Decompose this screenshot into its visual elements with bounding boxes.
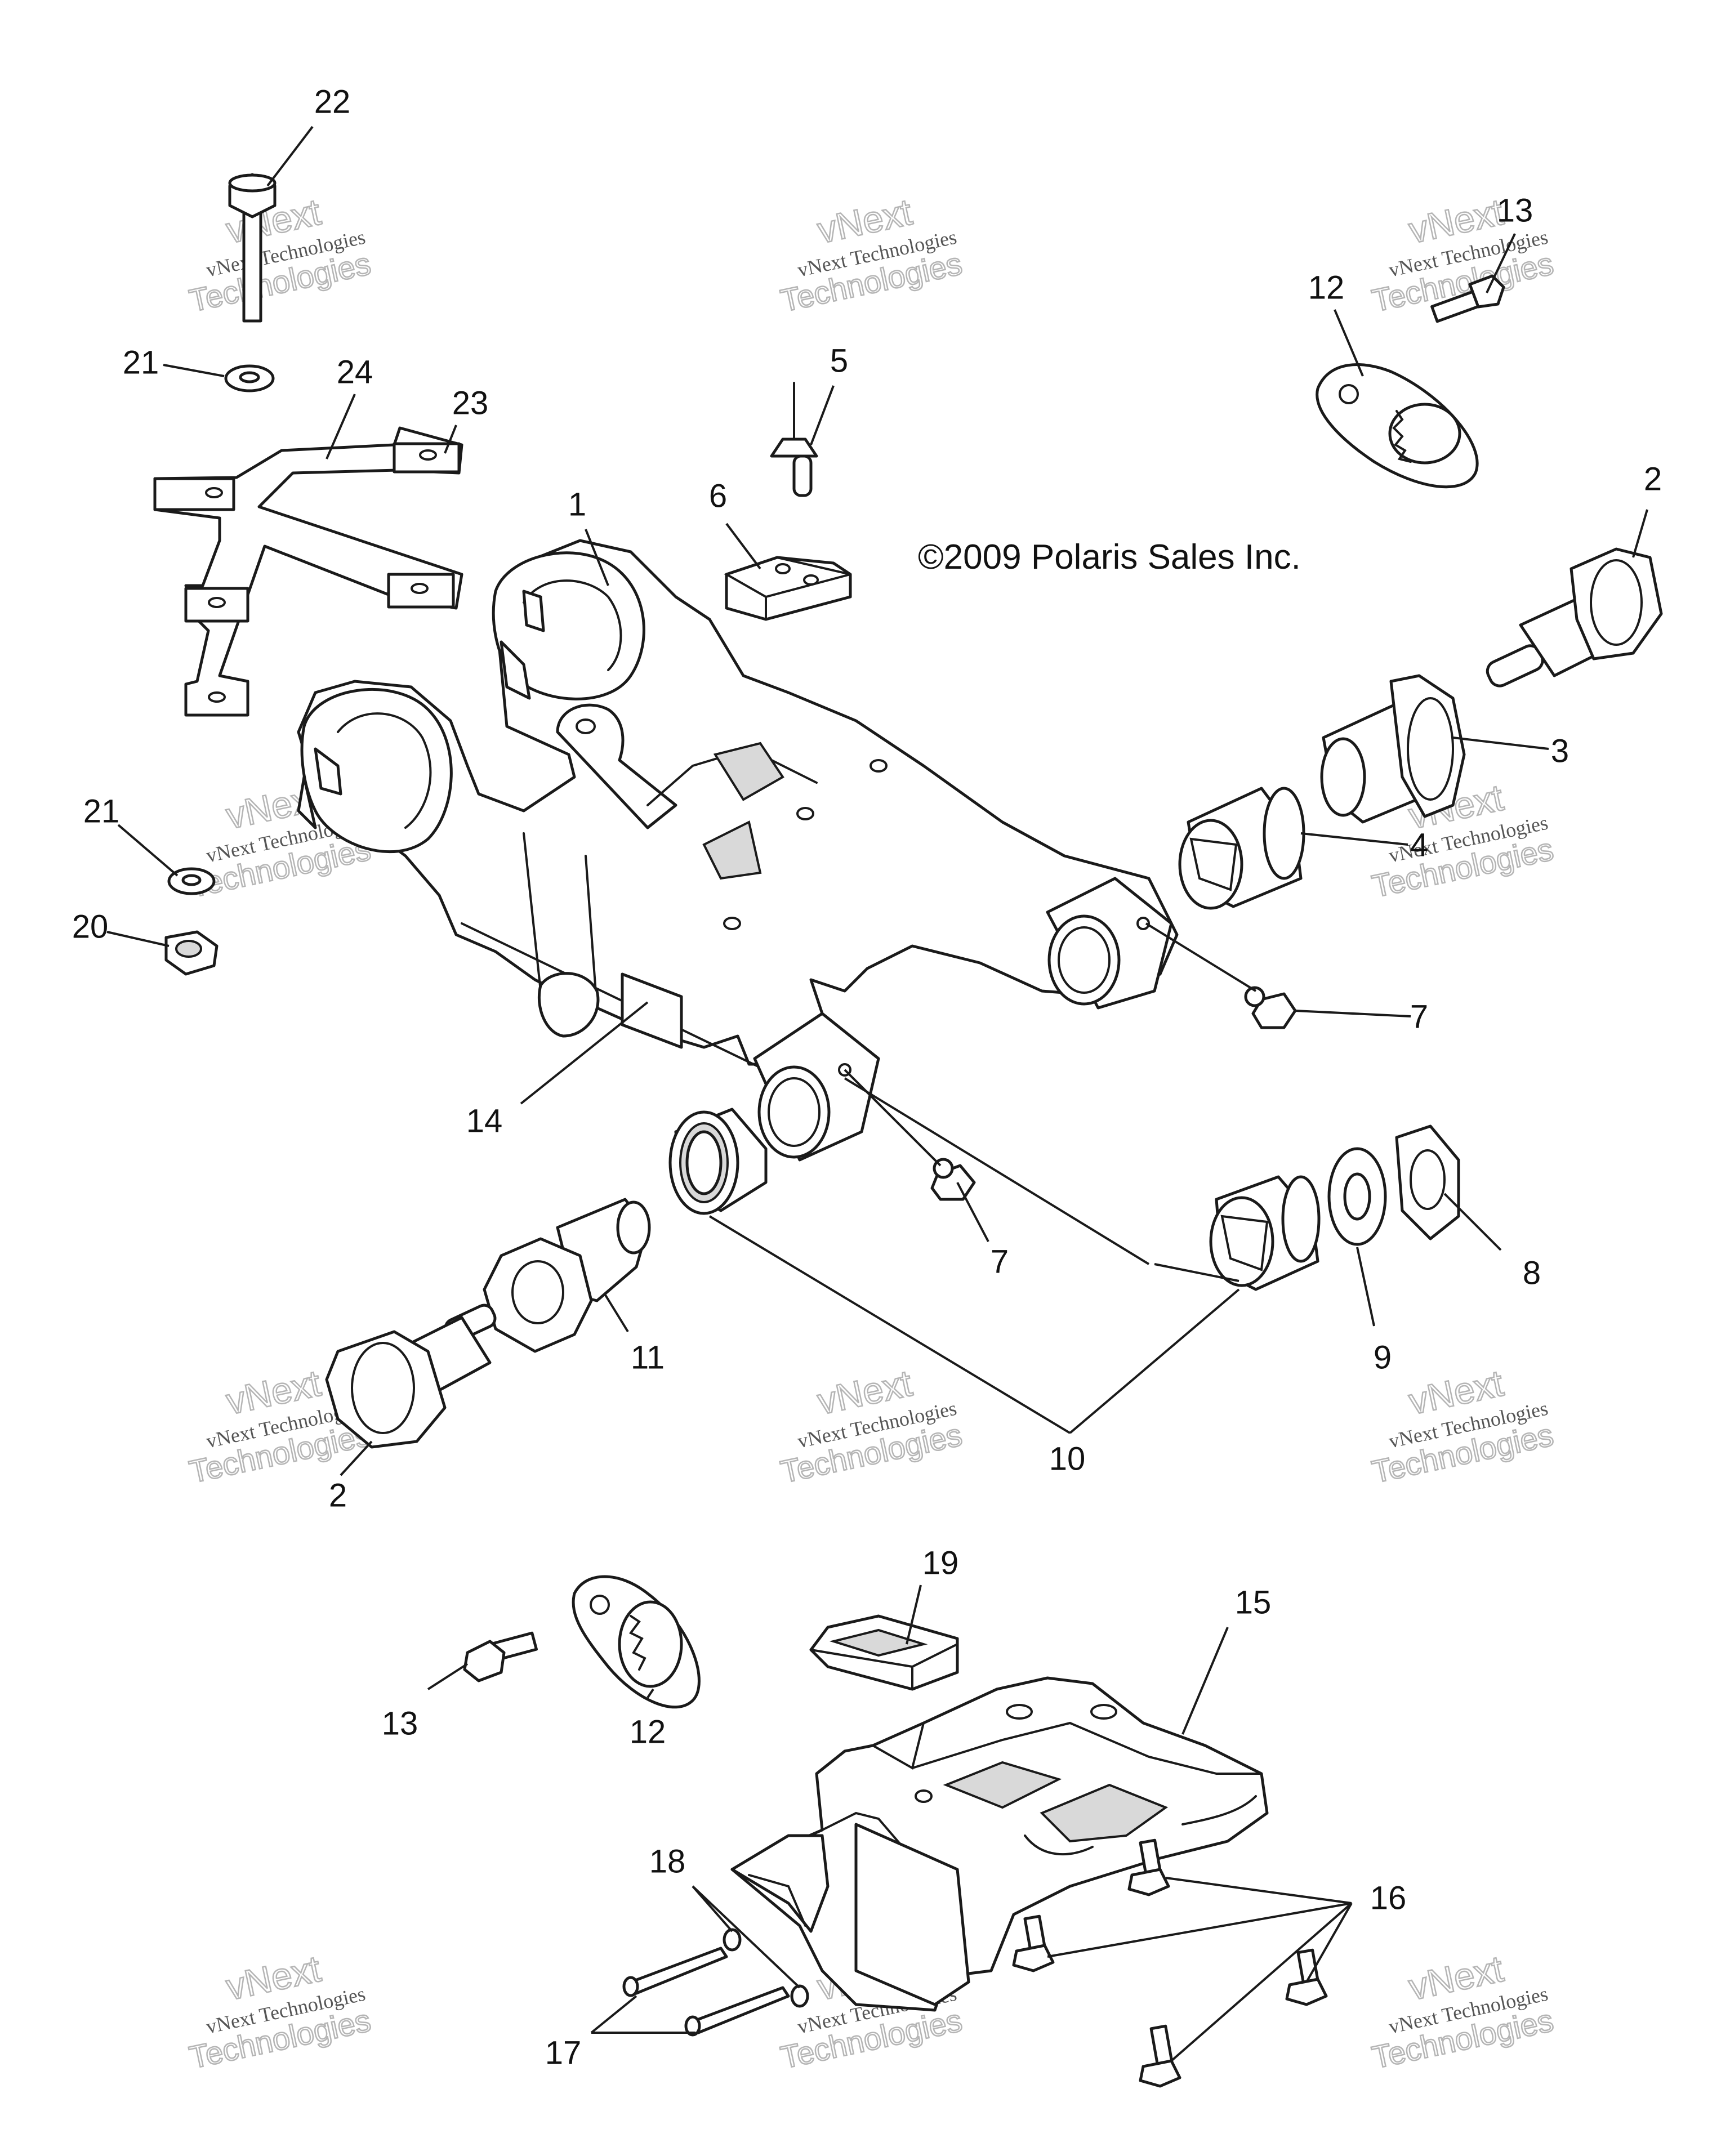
callout-3: 3 [1551, 733, 1569, 769]
bolt [1139, 2024, 1181, 2088]
part-14-decal [621, 972, 683, 1049]
part-13-bolt-lower [463, 1631, 538, 1682]
part-7-grease-fitting-upper [1244, 986, 1297, 1029]
part-7-grease-fitting-lower [930, 1158, 976, 1201]
callouts: 22 21 24 23 1 6 5 12 13 2 3 4 21 20 7 14… [72, 83, 1662, 2071]
callout-7: 7 [991, 1243, 1009, 1280]
part-4-bearing [1178, 787, 1305, 910]
part-10-bearing-right [1209, 1175, 1321, 1291]
callout-6: 6 [709, 477, 727, 514]
part-19-block [809, 1614, 959, 1691]
callout-18: 18 [649, 1843, 686, 1880]
copyright-notice: ©2009 Polaris Sales Inc. [918, 538, 1301, 577]
part-3-bushing [1320, 674, 1466, 824]
callout-2: 2 [1644, 461, 1662, 497]
watermark: vNext vNext Technologies Technologies [1368, 190, 1557, 319]
part-10-bearing-left [668, 1108, 768, 1215]
callout-16: 16 [1370, 1880, 1407, 1916]
part-8-nut [1395, 1124, 1460, 1240]
callout-7: 7 [1410, 998, 1428, 1035]
callout-2: 2 [329, 1477, 347, 1514]
part-12-lock-plate-top [1316, 363, 1479, 489]
callout-11: 11 [631, 1339, 665, 1376]
part-16-bolts [1012, 1838, 1328, 2088]
part-21-washer-lower [167, 867, 216, 895]
part-6-pad [724, 556, 852, 621]
callout-21: 21 [83, 793, 120, 829]
watermark: vNext vNext Technologies Technologies [777, 190, 966, 319]
callout-20: 20 [72, 908, 109, 945]
part-5-rivet [770, 382, 818, 497]
part-12-lock-plate-lower [572, 1575, 701, 1709]
part-20-nut [164, 930, 219, 976]
callout-19: 19 [922, 1545, 959, 1581]
callout-17: 17 [545, 2034, 582, 2071]
callout-9: 9 [1374, 1339, 1392, 1376]
part-22-bolt [228, 173, 277, 323]
part-15-housing [730, 1676, 1269, 2012]
watermark: vNext vNext Technologies Technologies [1368, 1947, 1557, 2075]
callout-22: 22 [314, 83, 351, 120]
part-2-pivot-shaft-right [1486, 547, 1663, 688]
callout-1: 1 [568, 486, 586, 523]
part-17-pins [622, 1947, 790, 2037]
part-18-washers [723, 1928, 809, 2008]
callout-24: 24 [337, 354, 373, 390]
callout-15: 15 [1235, 1584, 1272, 1621]
watermark: vNext vNext Technologies Technologies [777, 1361, 966, 1490]
part-1-swingarm [297, 539, 1179, 1162]
callout-13: 13 [382, 1705, 418, 1742]
part-9-washer [1327, 1147, 1387, 1246]
part-2-pivot-shaft-left [325, 1304, 497, 1449]
bolt [1127, 1838, 1170, 1896]
callout-12: 12 [1308, 269, 1345, 306]
part-23-bracket [153, 426, 463, 717]
bolt [1012, 1914, 1055, 1972]
callout-14: 14 [466, 1102, 503, 1139]
leader-lines [106, 126, 1648, 2062]
callout-23: 23 [452, 385, 489, 421]
callout-10: 10 [1049, 1440, 1086, 1477]
callout-12: 12 [630, 1713, 666, 1750]
callout-13: 13 [1497, 192, 1533, 229]
callout-8: 8 [1523, 1255, 1541, 1291]
callout-5: 5 [830, 342, 848, 379]
watermark: vNext vNext Technologies Technologies [186, 1947, 374, 2075]
callout-21: 21 [123, 344, 159, 381]
callout-4: 4 [1410, 827, 1428, 863]
part-21-washer-top [224, 364, 275, 392]
part-11-bushing [483, 1198, 651, 1353]
